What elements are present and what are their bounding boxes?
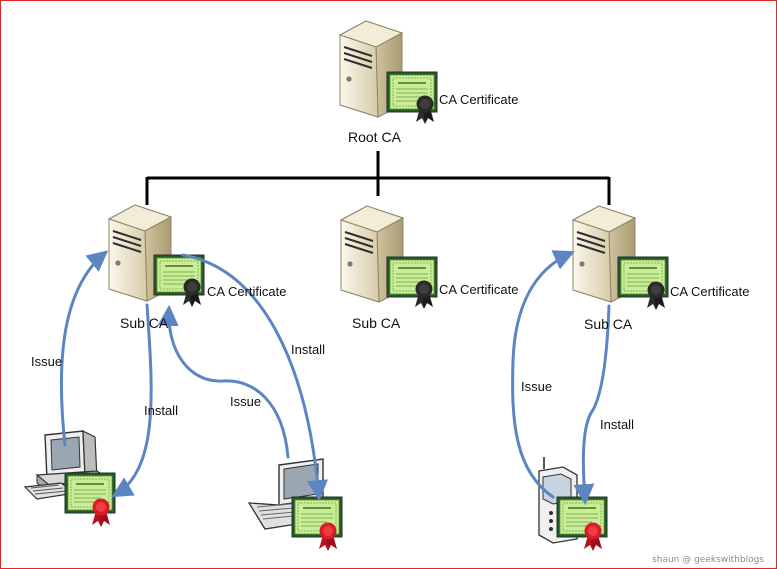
install-label-phone: Install (600, 417, 634, 432)
install-label-laptop: Install (291, 342, 325, 357)
root-ca-certificate-label: CA Certificate (439, 92, 519, 107)
issue-arrow-laptop (157, 304, 290, 459)
issue-label-phone: Issue (521, 379, 553, 394)
install-arrow-phone (573, 304, 611, 506)
issue-arrow-desktop (59, 250, 109, 447)
install-arrow-desktop (111, 303, 153, 498)
root-ca-label: Root CA (348, 129, 401, 145)
sub-ca-right-certificate-label: CA Certificate (670, 284, 750, 299)
sub-ca-center-certificate-label: CA Certificate (439, 282, 519, 297)
sub-ca-left-certificate-label: CA Certificate (207, 284, 287, 299)
author-credit: shaun @ geekswithblogs (652, 555, 764, 565)
sub-ca-right-label: Sub CA (584, 316, 633, 332)
sub-ca-center-label: Sub CA (352, 315, 401, 331)
install-label-desktop: Install (144, 403, 178, 418)
issue-label-desktop: Issue (31, 354, 63, 369)
issue-arrow-phone (511, 250, 575, 499)
issue-label-laptop: Issue (230, 394, 262, 409)
install-arrow-laptop (181, 253, 328, 502)
hierarchy-connector (145, 151, 611, 205)
sub-ca-left-label: Sub CA (120, 315, 169, 331)
